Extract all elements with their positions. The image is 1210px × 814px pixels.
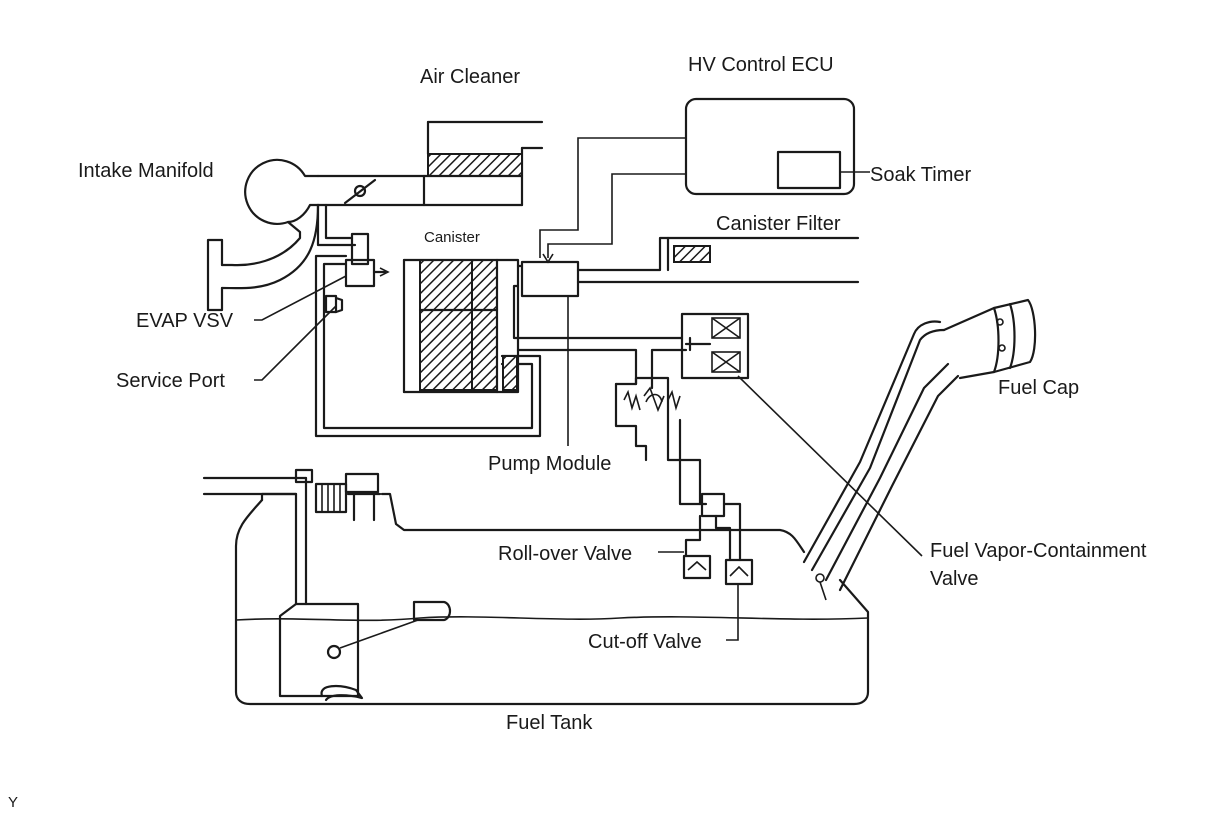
hv-control-ecu [539,97,870,264]
label-cut-off-valve: Cut-off Valve [588,631,702,653]
label-evap-vsv: EVAP VSV [136,310,234,332]
label-canister: Canister [424,229,480,246]
canister [402,258,520,394]
fuel-tank [202,468,870,706]
fuel-cap [942,298,1037,380]
corner-mark: Y [8,794,18,811]
label-air-cleaner: Air Cleaner [420,66,520,88]
roll-over-valve [682,554,712,580]
label-roll-over-valve: Roll-over Valve [498,543,632,565]
label-hv-control-ecu: HV Control ECU [688,54,834,76]
intake-manifold [206,158,320,312]
fuel-vapor-containment-valve [680,312,750,380]
cut-off-valve [724,558,754,641]
filler-pipe [802,320,960,601]
label-pump-module: Pump Module [488,453,611,475]
air-cleaner [316,120,544,207]
label-intake-manifold: Intake Manifold [78,160,214,182]
label-fuel-vapor-valve: Valve [930,568,979,590]
label-canister-filter: Canister Filter [716,213,841,235]
label-service-port: Service Port [116,370,225,392]
label-fuel-vapor-containment: Fuel Vapor-Containment [930,540,1147,562]
throttle-valve-icon [343,178,377,205]
pump-module [512,236,860,506]
service-port [324,294,344,314]
vapor-junction [684,492,742,562]
label-fuel-tank: Fuel Tank [506,712,593,734]
label-fuel-cap: Fuel Cap [998,377,1079,399]
fuel-pump-assembly [278,600,452,702]
leader-lines [254,275,923,557]
evap-vsv [314,203,542,438]
label-soak-timer: Soak Timer [870,164,971,186]
